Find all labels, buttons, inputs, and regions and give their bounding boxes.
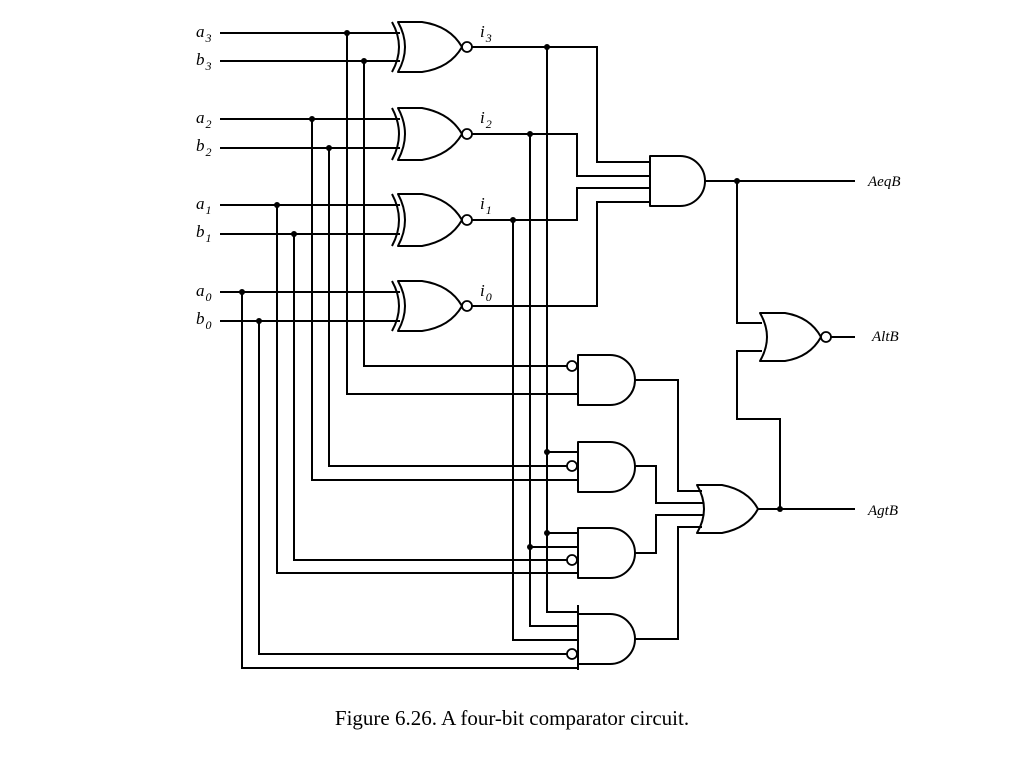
input-label-a2: a2 xyxy=(196,108,212,131)
xnor-output-label-i0: i0 xyxy=(480,281,492,304)
output-label-agtb: AgtB xyxy=(867,503,898,519)
and-gate-aeqb xyxy=(649,155,706,207)
xnor-output-label-i2: i2 xyxy=(480,108,492,131)
xnor-output-label-i3: i3 xyxy=(480,22,492,45)
and-gate-term-0 xyxy=(566,613,636,665)
input-tap-wires xyxy=(241,33,578,669)
wire-i3 xyxy=(472,46,650,163)
input-label-b1: b1 xyxy=(196,222,212,245)
and-gate-term-3 xyxy=(566,354,636,406)
input-label-a1: a1 xyxy=(196,194,212,217)
input-label-b2: b2 xyxy=(196,136,212,159)
input-wires xyxy=(220,32,400,322)
and-gate-term-1 xyxy=(566,527,636,579)
xnor-gate-0 xyxy=(391,280,473,332)
wire-aeqb-to-nor xyxy=(736,181,762,324)
i-wires xyxy=(472,46,650,307)
output-labels: AeqB AltB AgtB xyxy=(867,174,900,519)
wire-agtb-to-nor xyxy=(736,350,781,509)
and-term-output-wires xyxy=(635,379,704,640)
input-label-b3: b3 xyxy=(196,50,212,73)
xnor-gate-1 xyxy=(391,193,473,247)
input-labels: a3 b3 a2 b2 a1 b1 a0 b0 xyxy=(196,22,212,332)
input-label-a0: a0 xyxy=(196,281,212,304)
output-label-aeqb: AeqB xyxy=(867,174,900,190)
junction-dots xyxy=(239,30,783,550)
output-label-altb: AltB xyxy=(871,329,899,345)
and-gate-term-2 xyxy=(566,441,636,493)
wire-i0 xyxy=(472,201,650,307)
nor-gate-altb xyxy=(759,312,832,362)
figure-caption: Figure 6.26. A four-bit comparator circu… xyxy=(334,706,690,730)
xnor-gate-3 xyxy=(391,21,473,73)
xnor-gate-2 xyxy=(391,107,473,161)
wire-i2 xyxy=(472,133,650,177)
i-tap-wires xyxy=(512,47,578,641)
input-label-b0: b0 xyxy=(196,309,212,332)
input-label-a3: a3 xyxy=(196,22,212,45)
xnor-output-label-i1: i1 xyxy=(480,194,492,217)
wire-i1 xyxy=(472,187,650,221)
or-gate-agtb xyxy=(696,484,759,534)
intermediate-labels: i3 i2 i1 i0 xyxy=(480,22,492,304)
